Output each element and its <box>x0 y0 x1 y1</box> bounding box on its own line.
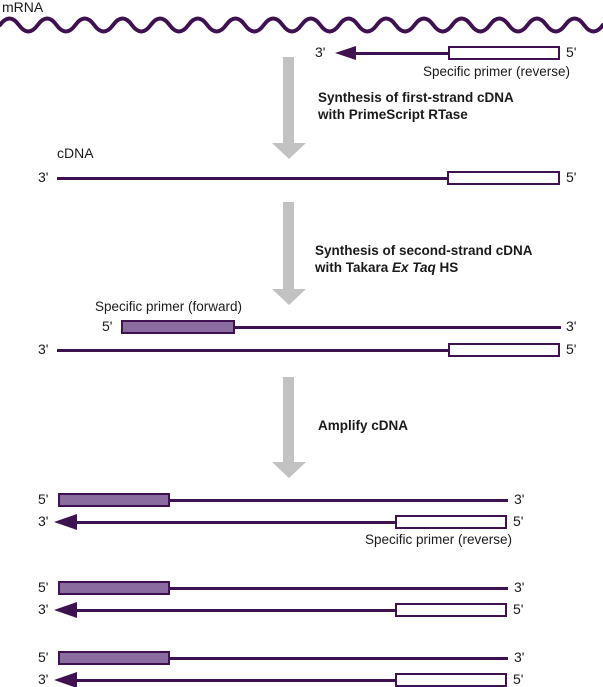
process-arrow-shaft <box>283 377 294 463</box>
step-3-text: Amplify cDNA <box>318 418 409 433</box>
arrowhead-left-icon <box>54 602 77 618</box>
three-prime-label: 3' <box>38 513 49 529</box>
step-1-text: Synthesis of first-strand cDNA with Prim… <box>318 90 514 122</box>
strand-line <box>169 499 508 502</box>
specific-primer-reverse-caption: Specific primer (reverse) <box>423 64 571 79</box>
arrowhead-left-icon <box>54 514 77 530</box>
step-2-text: Synthesis of second-strand cDNA with Tak… <box>315 243 533 275</box>
three-prime-label: 3' <box>315 44 326 60</box>
three-prime-label: 3' <box>38 169 49 185</box>
forward-primer-box <box>121 320 235 334</box>
three-prime-label: 3' <box>38 601 49 617</box>
arrowhead-left-icon <box>335 46 356 60</box>
cdna-label: cDNA <box>57 145 94 161</box>
five-prime-label: 5' <box>513 671 524 687</box>
strand-line <box>73 679 397 682</box>
specific-primer-forward-caption: Specific primer (forward) <box>95 299 243 314</box>
reverse-primer-box <box>395 673 507 687</box>
strand-line <box>352 52 450 55</box>
forward-primer-box <box>58 493 170 507</box>
strand-line <box>234 326 561 329</box>
three-prime-label: 3' <box>566 318 577 334</box>
reverse-primer-box <box>448 46 560 60</box>
strand-line <box>169 587 508 590</box>
five-prime-label: 5' <box>566 169 577 185</box>
five-prime-label: 5' <box>102 318 113 334</box>
mrna-wave <box>0 16 603 34</box>
five-prime-label: 5' <box>566 44 577 60</box>
reverse-primer-box <box>448 343 560 357</box>
process-arrow-shaft <box>283 202 294 290</box>
strand-line <box>169 657 508 660</box>
reverse-primer-box <box>447 171 560 185</box>
three-prime-label: 3' <box>514 579 525 595</box>
reverse-primer-box <box>395 603 507 617</box>
mrna-label: mRNA <box>2 0 44 15</box>
specific-primer-reverse-caption: Specific primer (reverse) <box>365 532 513 547</box>
five-prime-label: 5' <box>38 491 49 507</box>
process-arrow-shaft <box>283 57 294 144</box>
three-prime-label: 3' <box>514 491 525 507</box>
three-prime-label: 3' <box>514 649 525 665</box>
three-prime-label: 3' <box>38 671 49 687</box>
five-prime-label: 5' <box>513 601 524 617</box>
reverse-primer-box <box>395 515 507 529</box>
forward-primer-box <box>58 651 170 665</box>
strand-line <box>73 609 397 612</box>
five-prime-label: 5' <box>38 649 49 665</box>
strand-line <box>57 349 450 352</box>
arrowhead-left-icon <box>54 672 77 687</box>
strand-line <box>73 521 397 524</box>
five-prime-label: 5' <box>38 579 49 595</box>
five-prime-label: 5' <box>513 513 524 529</box>
process-arrow-head-icon <box>272 289 306 305</box>
three-prime-label: 3' <box>38 341 49 357</box>
process-arrow-head-icon <box>272 462 306 478</box>
forward-primer-box <box>58 581 170 595</box>
cdna-strand-line <box>57 177 449 180</box>
five-prime-label: 5' <box>566 341 577 357</box>
process-arrow-head-icon <box>272 143 306 159</box>
